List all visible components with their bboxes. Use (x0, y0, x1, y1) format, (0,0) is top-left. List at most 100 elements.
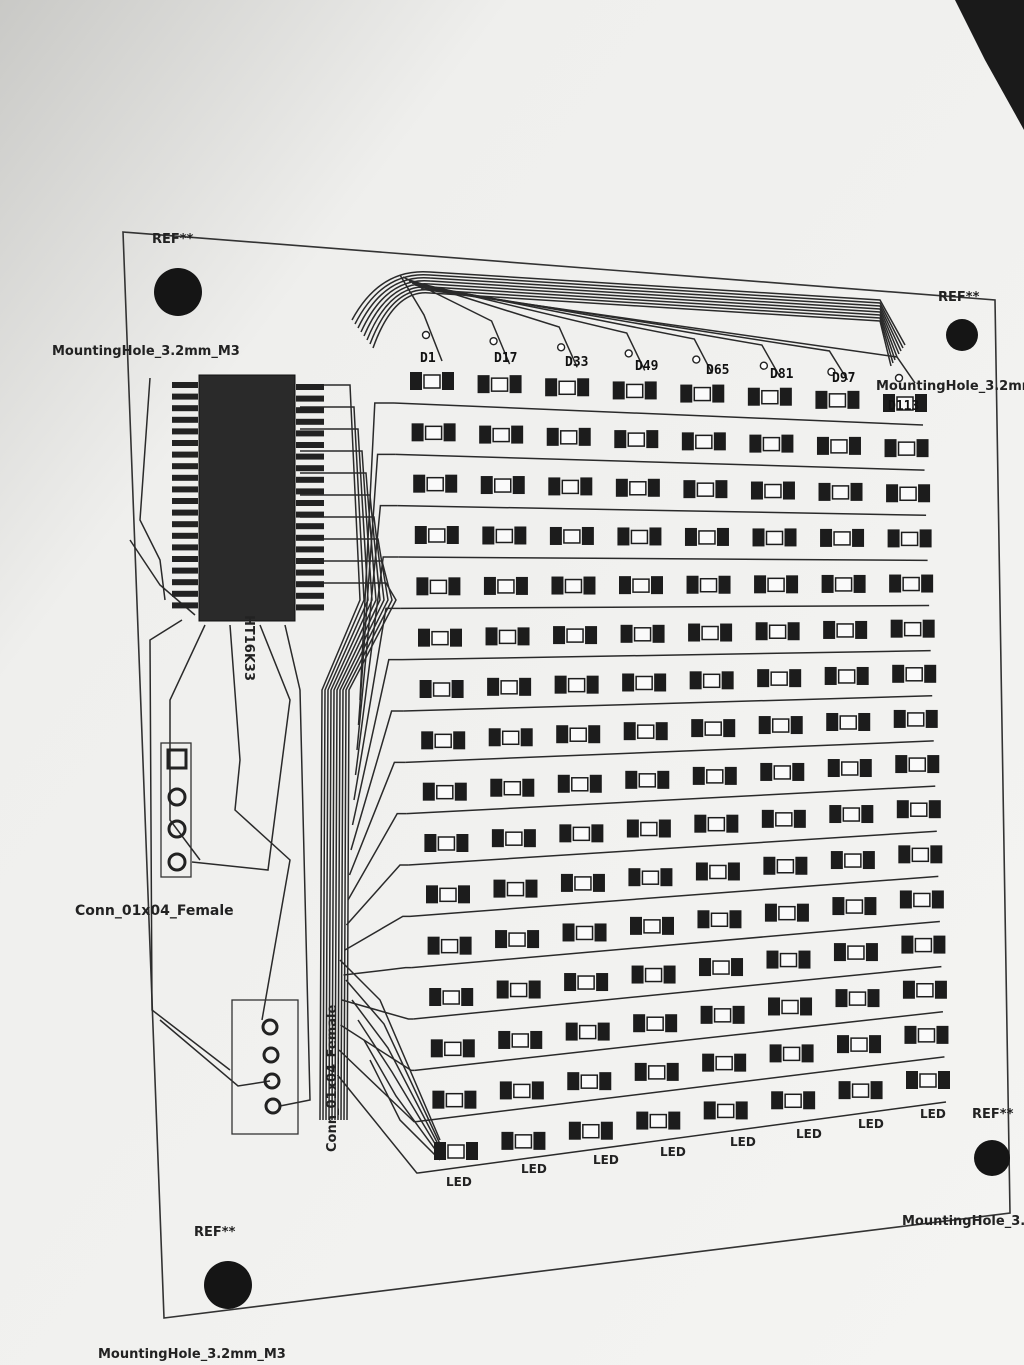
led (626, 819, 671, 838)
led (754, 575, 799, 594)
led (413, 474, 458, 493)
ic-pad (172, 463, 198, 470)
led (886, 484, 931, 503)
led (488, 728, 533, 747)
left-bus-line (300, 582, 397, 1121)
led (633, 1014, 678, 1033)
row-trace (393, 402, 924, 426)
led (884, 439, 929, 458)
connector-trace (139, 377, 166, 601)
connector-trace (149, 619, 231, 1071)
led (414, 526, 459, 544)
led (747, 387, 792, 406)
row-trace-feed (338, 1049, 417, 1123)
led (758, 716, 803, 735)
led (902, 980, 947, 999)
row-trace (408, 830, 937, 866)
led-column-label-2: D17 (494, 351, 517, 366)
connector-2-pin-2 (262, 1046, 280, 1064)
ic-pad (296, 418, 324, 425)
led (499, 1081, 544, 1100)
left-bus-line (300, 538, 389, 1121)
led (614, 430, 659, 449)
led (557, 774, 602, 793)
led (824, 666, 869, 685)
top-bus-line (366, 286, 896, 361)
board-outline (122, 231, 1011, 1319)
led (833, 943, 878, 962)
led (883, 394, 927, 412)
led (755, 622, 800, 641)
led-column-label-8: D113 (888, 399, 919, 414)
led-column-label-3: D33 (565, 355, 588, 370)
bottom-return-trace (351, 999, 441, 1149)
led (700, 1005, 745, 1024)
led (757, 669, 802, 688)
ic-pad (296, 581, 324, 588)
led (631, 965, 676, 984)
row-trace-feed (359, 402, 394, 701)
led (683, 480, 728, 499)
led (889, 574, 934, 593)
connector-1-pin-1 (166, 748, 188, 770)
column-bus-trace (402, 276, 511, 365)
ic-pad (296, 592, 324, 599)
row-trace-feed (343, 966, 412, 976)
led-column-label-5: D65 (706, 363, 729, 378)
led (896, 800, 941, 819)
led-matrix (410, 372, 950, 1160)
led (702, 1053, 747, 1072)
led-column-label-4: D49 (635, 359, 658, 374)
ic-pad (296, 395, 324, 402)
led (551, 576, 596, 595)
led (567, 1072, 612, 1091)
top-bus-line (372, 292, 892, 367)
led (426, 885, 470, 904)
ic-pad (172, 556, 198, 562)
ref-label-bottom-left: REF** (194, 1225, 236, 1240)
ic-reference-label: HT16K33 (241, 615, 256, 681)
ic-pad (172, 451, 198, 458)
top-bus-line (354, 273, 904, 349)
led (427, 936, 472, 955)
ic-pad (296, 546, 324, 553)
ic-pad (296, 407, 324, 414)
column-bus-trace (399, 274, 443, 362)
row-trace-feed (348, 761, 406, 876)
led-footer-label-1: LED (446, 1175, 472, 1189)
connector-1-outline (160, 742, 192, 878)
led (699, 958, 744, 977)
left-bus-line (300, 428, 369, 1121)
ic-pad (296, 569, 324, 576)
row-trace (413, 965, 942, 1020)
ref-label-top-right: REF** (938, 290, 980, 305)
led (695, 862, 740, 881)
led (416, 577, 461, 596)
row-trace (417, 1101, 947, 1174)
via (489, 336, 498, 346)
connector-1-pin-3 (167, 819, 187, 839)
ic-pad (172, 579, 198, 586)
mounting-hole-label-bottom-right: MountingHole_3.2mm_M3 (902, 1214, 1024, 1229)
led (498, 1030, 543, 1049)
row-trace-feed (354, 556, 399, 776)
row-trace-feed (344, 915, 410, 951)
connector-trace (279, 624, 311, 1107)
led (560, 873, 605, 892)
led (890, 619, 935, 638)
ic-pad (296, 534, 324, 541)
row-trace (400, 604, 930, 610)
led (623, 722, 668, 741)
row-trace (398, 556, 928, 562)
led (421, 731, 466, 750)
ic-pad (296, 558, 324, 564)
led (899, 890, 944, 909)
led (893, 709, 938, 728)
led (815, 390, 860, 409)
left-bus-line (300, 472, 377, 1121)
bottom-return-trace (369, 1059, 441, 1161)
led (556, 725, 601, 744)
led (826, 712, 871, 731)
led (904, 1025, 949, 1044)
